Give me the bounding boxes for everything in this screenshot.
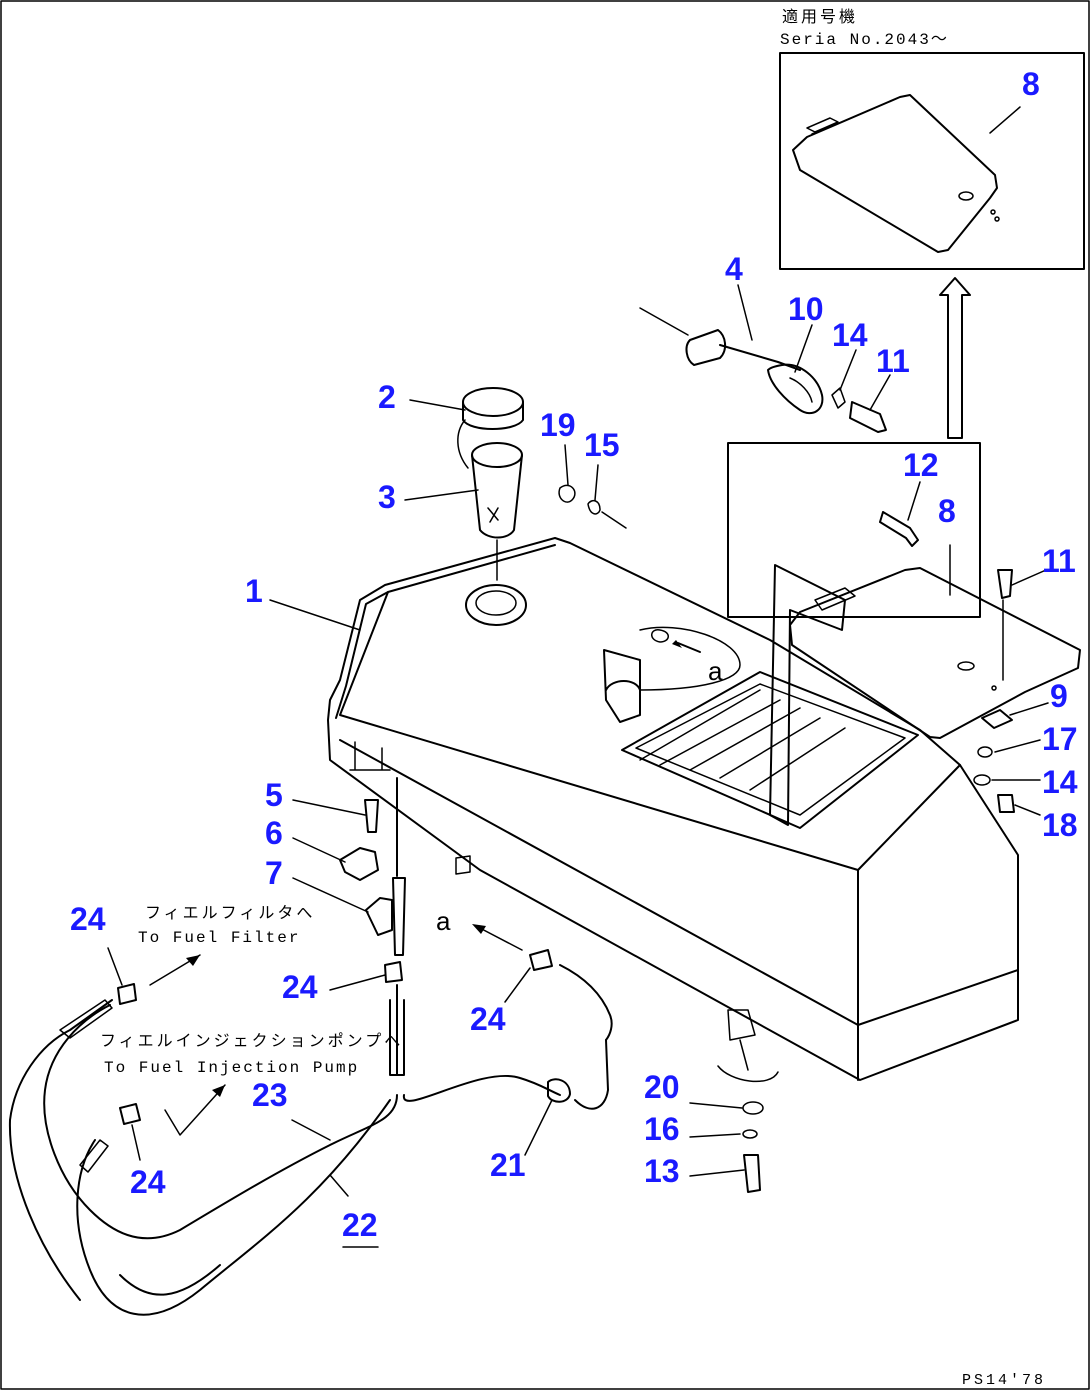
fuel-hoses [8,964,613,1316]
part-washer-16 [742,1129,758,1139]
inset-panel: 適用号機 Seria No.2043～ [779,7,1085,270]
callout-8-inset: 8 [1022,66,1040,102]
callout-21: 21 [490,1147,526,1183]
note-pump-jp: フィエルインジェクションポンプへ [100,1031,403,1050]
part-clamp-15 [587,499,627,529]
inset-cover-plate [792,94,998,253]
callout-numbers: 1 2 3 4 5 6 7 8 8 9 10 11 11 12 13 14 14… [70,66,1078,1243]
part-clamp-24d [119,1103,141,1125]
callout-15: 15 [584,427,620,463]
callout-16: 16 [644,1111,680,1147]
part-cock-7 [365,877,406,956]
callout-10: 10 [788,291,824,327]
callout-14-upper: 14 [832,317,868,353]
callout-9: 9 [1050,678,1068,714]
leader-lines [107,284,1049,1248]
inset-cover-hole [958,191,974,201]
inset-frame [779,52,1085,270]
part-plug-5 [364,799,379,833]
note-pump-en: To Fuel Injection Pump [104,1059,359,1077]
part-washer-20 [742,1101,764,1115]
callout-1: 1 [245,573,263,609]
callout-24-b: 24 [282,969,318,1005]
callout-17: 17 [1042,721,1078,757]
part-nut-18 [997,794,1015,813]
callout-13: 13 [644,1153,680,1189]
part-fuel-sender [639,307,887,433]
part-bolt-12 [879,511,919,547]
part-washer-14 [973,774,991,786]
callout-2: 2 [378,379,396,415]
part-clamp-24b [117,983,137,1005]
view-arrow [939,277,971,439]
part-valve-6 [339,847,379,881]
part-grommet-19 [558,484,576,503]
view-mark-upper: a [708,656,723,686]
part-washer-17 [977,746,993,758]
fuel-tank [327,537,1019,1083]
callout-24-a: 24 [70,901,106,937]
callout-11-upper: 11 [876,343,910,379]
callout-8: 8 [938,493,956,529]
callout-6: 6 [265,815,283,851]
callout-7: 7 [265,855,283,891]
inset-cover-hinge [806,117,839,135]
callout-4: 4 [725,251,743,287]
callout-14-lower: 14 [1042,764,1078,800]
callout-20: 20 [644,1069,680,1105]
part-filler-neck [471,442,523,581]
part-cover-plate [727,442,1081,739]
callout-3: 3 [378,479,396,515]
part-clamp-24a [384,961,403,983]
part-bracket-9 [981,709,1013,729]
part-cap [457,387,524,469]
drawing-code: PS14'78 [962,1372,1046,1389]
view-mark-lower: a [436,906,451,936]
note-filter-jp: フィエルフィルタへ [145,903,315,922]
part-clamp-24c [529,949,553,971]
callout-23: 23 [252,1077,288,1113]
callout-22: 22 [342,1207,378,1243]
callout-5: 5 [265,777,283,813]
callout-24-c: 24 [470,1001,506,1037]
inset-title-jp: 適用号機 [782,7,858,26]
leader-8-inset [989,106,1021,134]
note-filter-en: To Fuel Filter [138,929,300,947]
callout-12: 12 [903,447,939,483]
callout-11-lower: 11 [1042,543,1076,579]
callout-18: 18 [1042,807,1078,843]
callout-24-d: 24 [130,1164,166,1200]
part-plug-13 [743,1154,761,1193]
callout-19: 19 [540,407,576,443]
inset-title-en: Seria No.2043～ [780,31,949,49]
